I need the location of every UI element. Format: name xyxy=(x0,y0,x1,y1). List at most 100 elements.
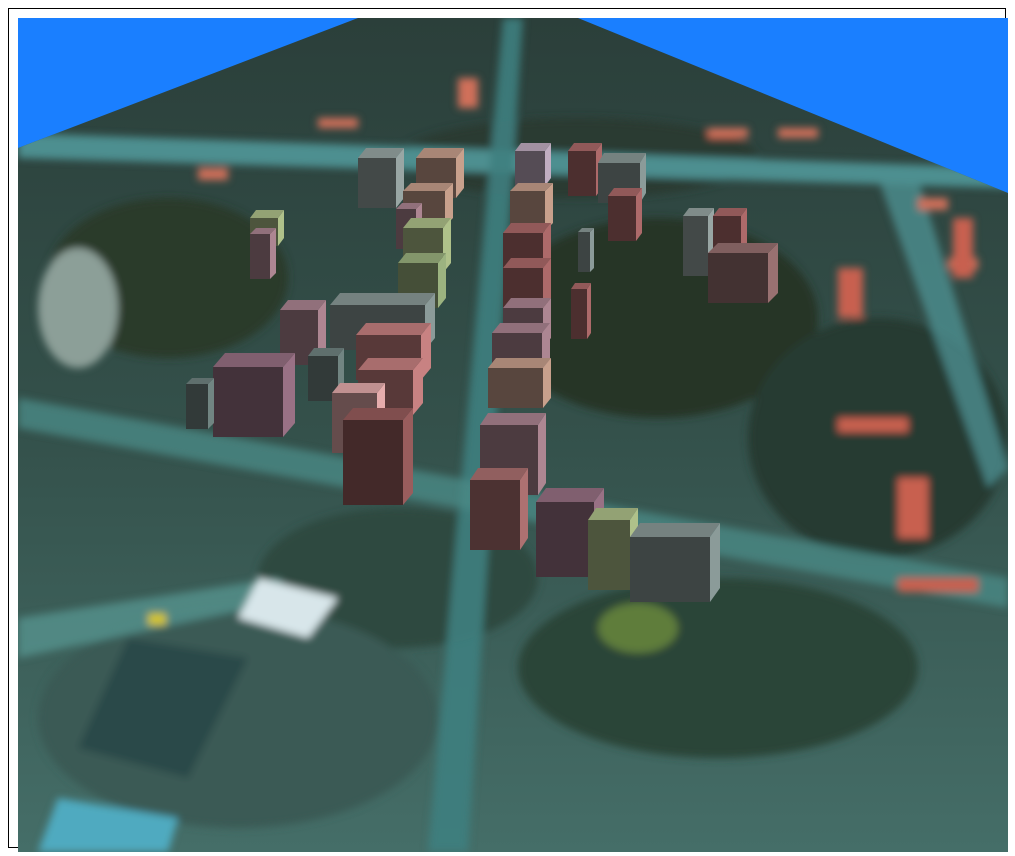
building-roof xyxy=(186,378,214,384)
building-front-face xyxy=(280,310,318,365)
building-side-face xyxy=(438,253,446,308)
building-side-face xyxy=(208,378,214,429)
building-roof xyxy=(683,208,714,216)
building-12[interactable] xyxy=(578,228,594,272)
building-roof xyxy=(503,223,551,233)
building-37[interactable] xyxy=(630,523,720,602)
building-side-face xyxy=(543,223,551,268)
building-31[interactable] xyxy=(488,358,551,408)
building-side-face xyxy=(636,188,642,241)
building-front-face xyxy=(683,216,708,276)
building-27[interactable] xyxy=(213,353,295,437)
building-roof xyxy=(510,183,553,191)
building-front-face xyxy=(515,151,545,186)
building-roof xyxy=(250,228,276,234)
building-3[interactable] xyxy=(515,143,551,186)
building-side-face xyxy=(278,210,284,246)
building-roof xyxy=(515,143,551,151)
building-front-face xyxy=(708,253,768,303)
building-side-face xyxy=(270,228,276,279)
building-roof xyxy=(578,228,594,232)
building-side-face xyxy=(456,148,464,198)
building-front-face xyxy=(713,216,741,251)
building-front-face xyxy=(186,384,208,429)
building-roof xyxy=(503,298,551,308)
building-roof xyxy=(536,488,604,502)
building-roof xyxy=(630,523,720,537)
building-side-face xyxy=(445,183,453,226)
building-side-face xyxy=(587,283,591,339)
building-roof xyxy=(480,413,546,425)
building-roof xyxy=(708,243,778,253)
building-roof xyxy=(488,358,551,368)
building-side-face xyxy=(543,258,551,308)
building-side-face xyxy=(768,243,778,303)
building-7[interactable] xyxy=(250,228,276,279)
building-front-face xyxy=(308,356,338,401)
building-side-face xyxy=(543,358,551,408)
building-front-face xyxy=(213,367,283,437)
building-models xyxy=(186,143,778,602)
building-front-face xyxy=(358,158,396,208)
building-roof xyxy=(213,353,295,367)
building-front-face xyxy=(488,368,543,408)
building-roof xyxy=(356,323,431,335)
building-roof xyxy=(358,358,423,370)
building-34[interactable] xyxy=(470,468,528,550)
building-front-face xyxy=(630,537,710,602)
building-side-face xyxy=(538,413,546,495)
building-side-face xyxy=(413,358,423,415)
building-roof xyxy=(608,188,642,196)
building-1[interactable] xyxy=(358,148,404,208)
building-roof xyxy=(330,293,435,305)
building-front-face xyxy=(510,191,545,231)
building-front-face xyxy=(571,289,587,339)
building-side-face xyxy=(403,408,413,505)
building-roof xyxy=(492,323,550,333)
building-front-face xyxy=(250,234,270,279)
building-front-face xyxy=(578,232,590,272)
building-23[interactable] xyxy=(571,283,591,339)
building-side-face xyxy=(545,183,553,231)
building-roof xyxy=(416,148,464,158)
3d-scene[interactable] xyxy=(18,18,1008,852)
building-front-face xyxy=(536,502,594,577)
building-roof xyxy=(403,218,451,228)
building-side-face xyxy=(710,523,720,602)
building-front-face xyxy=(608,196,636,241)
building-roof xyxy=(403,183,453,191)
building-side-face xyxy=(520,468,528,550)
building-28[interactable] xyxy=(186,378,214,429)
building-front-face xyxy=(568,151,596,196)
building-roof xyxy=(332,383,385,393)
building-36[interactable] xyxy=(588,508,638,590)
building-front-face xyxy=(343,420,403,505)
building-11[interactable] xyxy=(608,188,642,241)
building-32[interactable] xyxy=(343,408,413,505)
building-4[interactable] xyxy=(568,143,602,196)
building-roof xyxy=(358,148,404,158)
building-side-face xyxy=(545,143,551,186)
building-15[interactable] xyxy=(708,243,778,303)
building-roof xyxy=(470,468,528,480)
building-roof xyxy=(308,348,344,356)
building-side-face xyxy=(283,353,295,437)
building-side-face xyxy=(590,228,594,272)
building-roof xyxy=(503,258,551,268)
building-roof xyxy=(343,408,413,420)
building-roof xyxy=(568,143,602,151)
building-14[interactable] xyxy=(713,208,747,251)
building-side-face xyxy=(421,323,431,380)
building-roof xyxy=(588,508,638,520)
building-front-face xyxy=(470,480,520,550)
building-roof xyxy=(280,300,326,310)
building-10[interactable] xyxy=(510,183,553,231)
building-roof xyxy=(713,208,747,216)
building-roof xyxy=(598,153,646,163)
building-side-face xyxy=(396,148,404,208)
building-roof xyxy=(396,203,422,209)
building-roof xyxy=(571,283,591,289)
3d-city-viewport[interactable] xyxy=(18,18,1008,852)
building-side-face xyxy=(741,208,747,251)
building-front-face xyxy=(588,520,630,590)
